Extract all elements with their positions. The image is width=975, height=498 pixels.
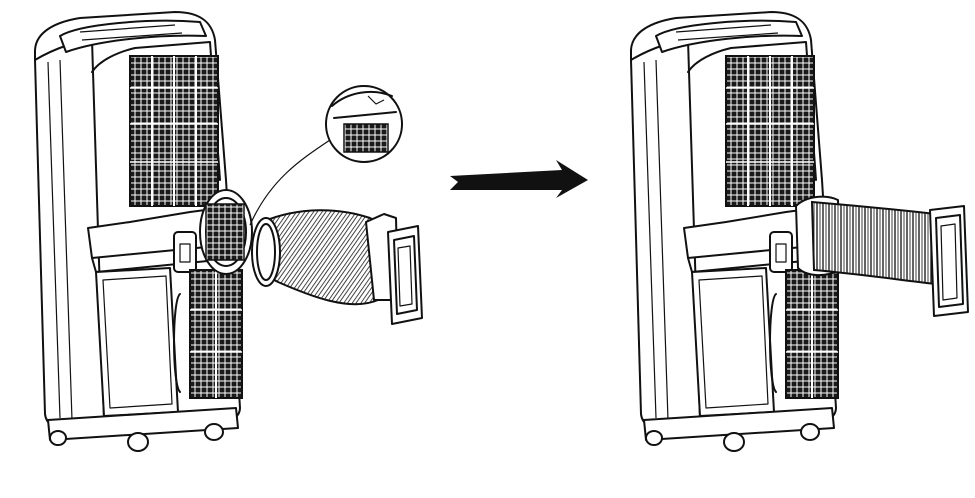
left-hose-connector — [199, 189, 253, 275]
arrow-right-icon — [450, 160, 588, 198]
exhaust-hose-icon — [251, 209, 423, 325]
magnifier-detail-icon — [249, 85, 403, 226]
attached-exhaust-hose — [795, 195, 969, 317]
right-air-conditioner — [630, 11, 839, 452]
